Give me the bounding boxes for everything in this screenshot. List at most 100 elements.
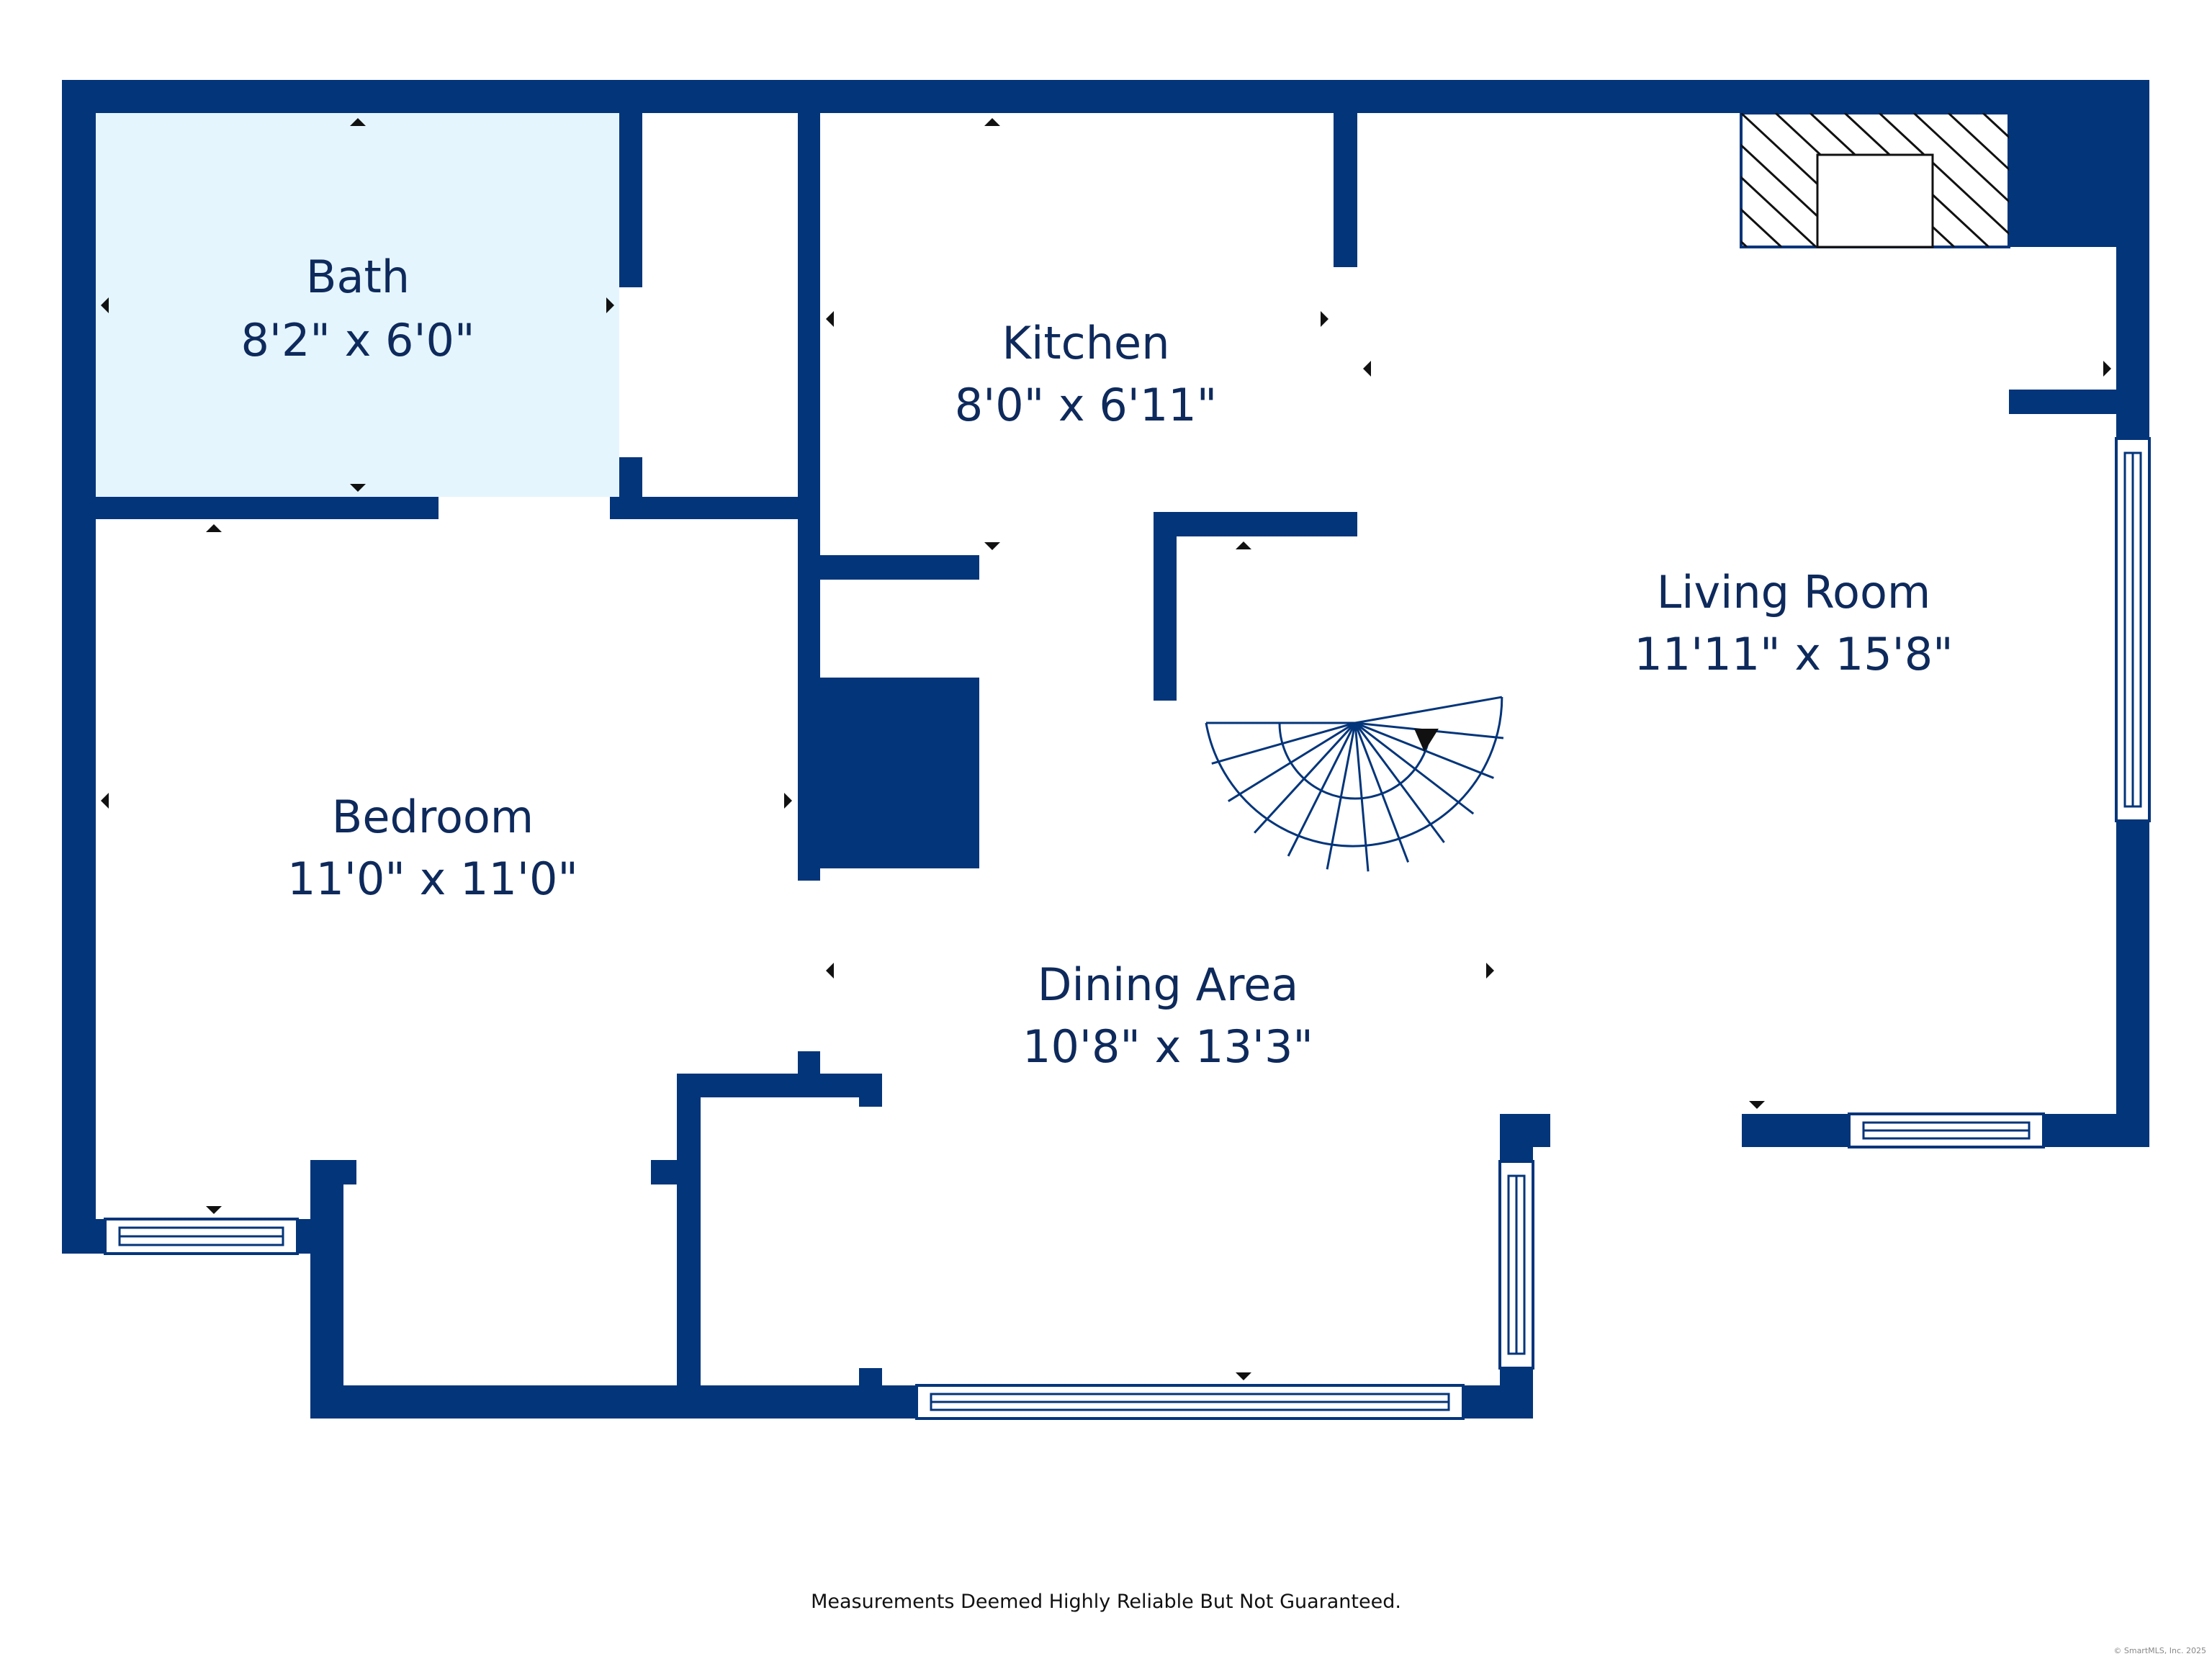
window-sash: [118, 1226, 284, 1246]
wall: [619, 80, 642, 287]
wall: [1334, 80, 1357, 267]
wall: [62, 1219, 105, 1254]
stair-tread: [1354, 722, 1410, 863]
dimension-arrow-icon: [784, 793, 792, 809]
stair-inner-arc: [1278, 722, 1429, 800]
dimension-arrow-icon: [1321, 311, 1328, 327]
dimension-arrow-icon: [206, 524, 222, 532]
dimension-arrow-icon: [350, 484, 366, 492]
room-fills: [96, 113, 619, 497]
dimension-arrow-icon: [350, 118, 366, 126]
wall: [859, 1368, 882, 1419]
dimension-arrow-icon: [1236, 1372, 1251, 1380]
stair-tread: [1326, 722, 1357, 870]
dimension-arrow-icon: [206, 1206, 222, 1214]
spiral-staircase-icon: [1205, 696, 1504, 872]
wall: [651, 1160, 680, 1184]
fireplace-hatch-line: [1878, 113, 2009, 235]
window: [1498, 1160, 1534, 1370]
room-labels: Bath 8'2" x 6'0" Kitchen 8'0" x 6'11" Be…: [240, 251, 1953, 1073]
window-sash: [1862, 1121, 2031, 1140]
copyright: © SmartMLS, Inc. 2025: [2113, 1646, 2206, 1655]
wall: [2009, 80, 2149, 247]
window-sash: [1507, 1174, 1526, 1355]
dimension-arrow-icon: [1236, 541, 1251, 549]
disclaimer: Measurements Deemed Highly Reliable But …: [811, 1591, 1401, 1613]
dimension-arrows: [101, 118, 2111, 1380]
bath-name: Bath: [306, 251, 410, 303]
fireplace-firebox: [1816, 153, 1934, 248]
fireplace-hatch-line: [1499, 113, 1643, 247]
wall: [310, 1160, 343, 1419]
dimension-arrow-icon: [1749, 1101, 1765, 1109]
wall: [62, 80, 2149, 113]
stair-tread: [1354, 696, 1503, 724]
dimension-arrow-icon: [984, 118, 1000, 126]
stair-tread: [1354, 722, 1370, 872]
stair-tread: [1287, 722, 1357, 857]
dimension-arrow-icon: [101, 297, 109, 313]
wall: [62, 497, 439, 519]
wall: [1500, 1114, 1550, 1147]
bedroom-name: Bedroom: [332, 791, 534, 843]
wall: [310, 1160, 356, 1184]
fireplace-hatch-line: [1534, 113, 1678, 247]
stair-tread: [1228, 721, 1356, 802]
fireplace-hatch-line: [1568, 113, 1712, 247]
dimension-arrow-icon: [1363, 361, 1371, 377]
fireplace-hatch-line: [1741, 240, 1748, 247]
wall: [1154, 512, 1177, 701]
stair-tread: [1354, 721, 1475, 815]
window: [2115, 437, 2151, 822]
fireplace-hatch-line: [2190, 113, 2212, 247]
window-sash: [930, 1393, 1450, 1411]
dimension-arrow-icon: [606, 297, 614, 313]
stair-tread: [1254, 721, 1357, 834]
wall: [798, 555, 979, 580]
wall: [2009, 390, 2124, 414]
bedroom-dimensions: 11'0" x 11'0": [287, 853, 578, 905]
bath-fill: [96, 113, 619, 497]
wall: [798, 678, 979, 868]
stair-tread: [1211, 721, 1356, 765]
dining-area-dimensions: 10'8" x 13'3": [1022, 1020, 1313, 1073]
walls: [62, 80, 2149, 1419]
wall: [859, 1074, 882, 1107]
living-room-name: Living Room: [1657, 566, 1931, 619]
fireplace-icon: [1465, 112, 2212, 248]
wall: [677, 1074, 701, 1419]
wall: [2116, 821, 2149, 1147]
wall: [62, 80, 96, 1254]
dining-area-name: Dining Area: [1038, 958, 1299, 1011]
dimension-arrow-icon: [101, 793, 109, 809]
fireplace-hatch-line: [1465, 113, 1609, 247]
windows: [104, 437, 2151, 1420]
wall: [610, 497, 820, 519]
fireplace-hatch-line: [1947, 113, 2009, 171]
wall: [1742, 1114, 1849, 1147]
fireplace-hatch-line: [1741, 207, 1783, 247]
fireplace-hatch-line: [1741, 176, 1817, 247]
kitchen-name: Kitchen: [1002, 317, 1169, 369]
wall: [310, 1385, 917, 1419]
window: [1848, 1112, 2045, 1148]
fireplace-hatch-line: [1912, 113, 2009, 203]
window: [104, 1218, 299, 1255]
window-sash: [2123, 451, 2142, 808]
window: [915, 1384, 1465, 1420]
dimension-arrow-icon: [2103, 361, 2111, 377]
kitchen-dimensions: 8'0" x 6'11": [955, 379, 1217, 431]
stair-outer-arc: [1205, 697, 1503, 848]
fireplace-hatch-line: [2156, 113, 2212, 247]
living-room-dimensions: 11'11" x 15'8": [1634, 628, 1953, 680]
dimension-arrow-icon: [984, 542, 1000, 550]
wall: [1154, 512, 1357, 536]
stair-direction-arrow-icon: [1414, 729, 1439, 752]
dimension-arrow-icon: [826, 311, 834, 327]
dimension-arrow-icon: [826, 963, 834, 979]
stair-tread: [1354, 722, 1445, 843]
fireplace-hatch-line: [1982, 113, 2009, 139]
dimension-arrow-icon: [1486, 963, 1494, 979]
bath-dimensions: 8'2" x 6'0": [240, 314, 475, 367]
